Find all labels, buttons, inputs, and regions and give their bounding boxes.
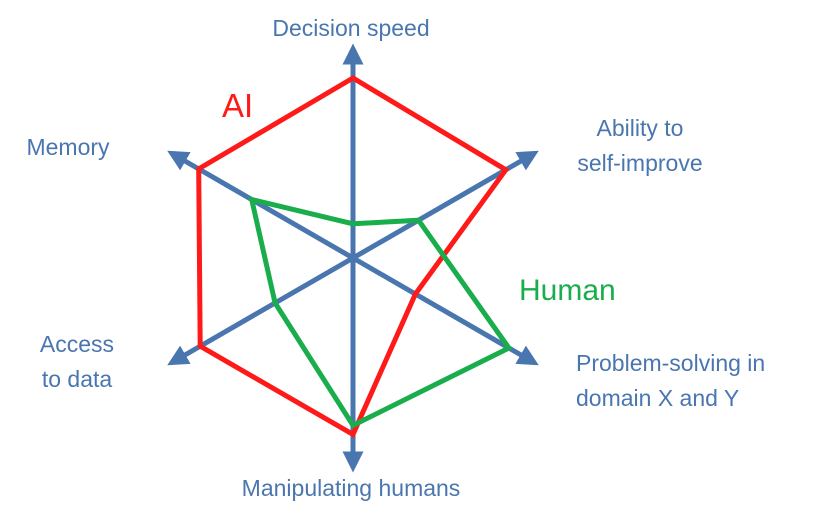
series-lines bbox=[196, 75, 513, 438]
axis-label-3: Problem-solving in domain X and Y bbox=[576, 350, 765, 411]
axis-label-2: Ability to self-improve bbox=[577, 115, 702, 176]
series-labels: AI Human bbox=[222, 87, 616, 307]
axis-label-5: Access to data bbox=[40, 331, 114, 392]
axis-line-3 bbox=[167, 150, 539, 366]
axis-label-6: Memory bbox=[26, 134, 110, 160]
axis-label-line: domain X and Y bbox=[576, 385, 739, 411]
series-line-ai bbox=[196, 75, 510, 438]
axis-label-line: self-improve bbox=[577, 150, 702, 176]
axis-label-line: Ability to bbox=[597, 115, 684, 141]
axis-label-line: Memory bbox=[26, 134, 110, 160]
axes bbox=[167, 43, 539, 473]
axis-label-line: Access bbox=[40, 331, 114, 357]
axis-label-4: Manipulating humans bbox=[242, 475, 461, 501]
axis-label-1: Decision speed bbox=[272, 15, 429, 41]
series-label-human: Human bbox=[519, 274, 616, 307]
series-line-human bbox=[248, 196, 513, 429]
axis-label-line: to data bbox=[42, 366, 113, 392]
axis-label-line: Problem-solving in bbox=[576, 350, 765, 376]
series-label-ai: AI bbox=[222, 87, 253, 124]
axis-label-line: Manipulating humans bbox=[242, 475, 461, 501]
axis-label-line: Decision speed bbox=[272, 15, 429, 41]
